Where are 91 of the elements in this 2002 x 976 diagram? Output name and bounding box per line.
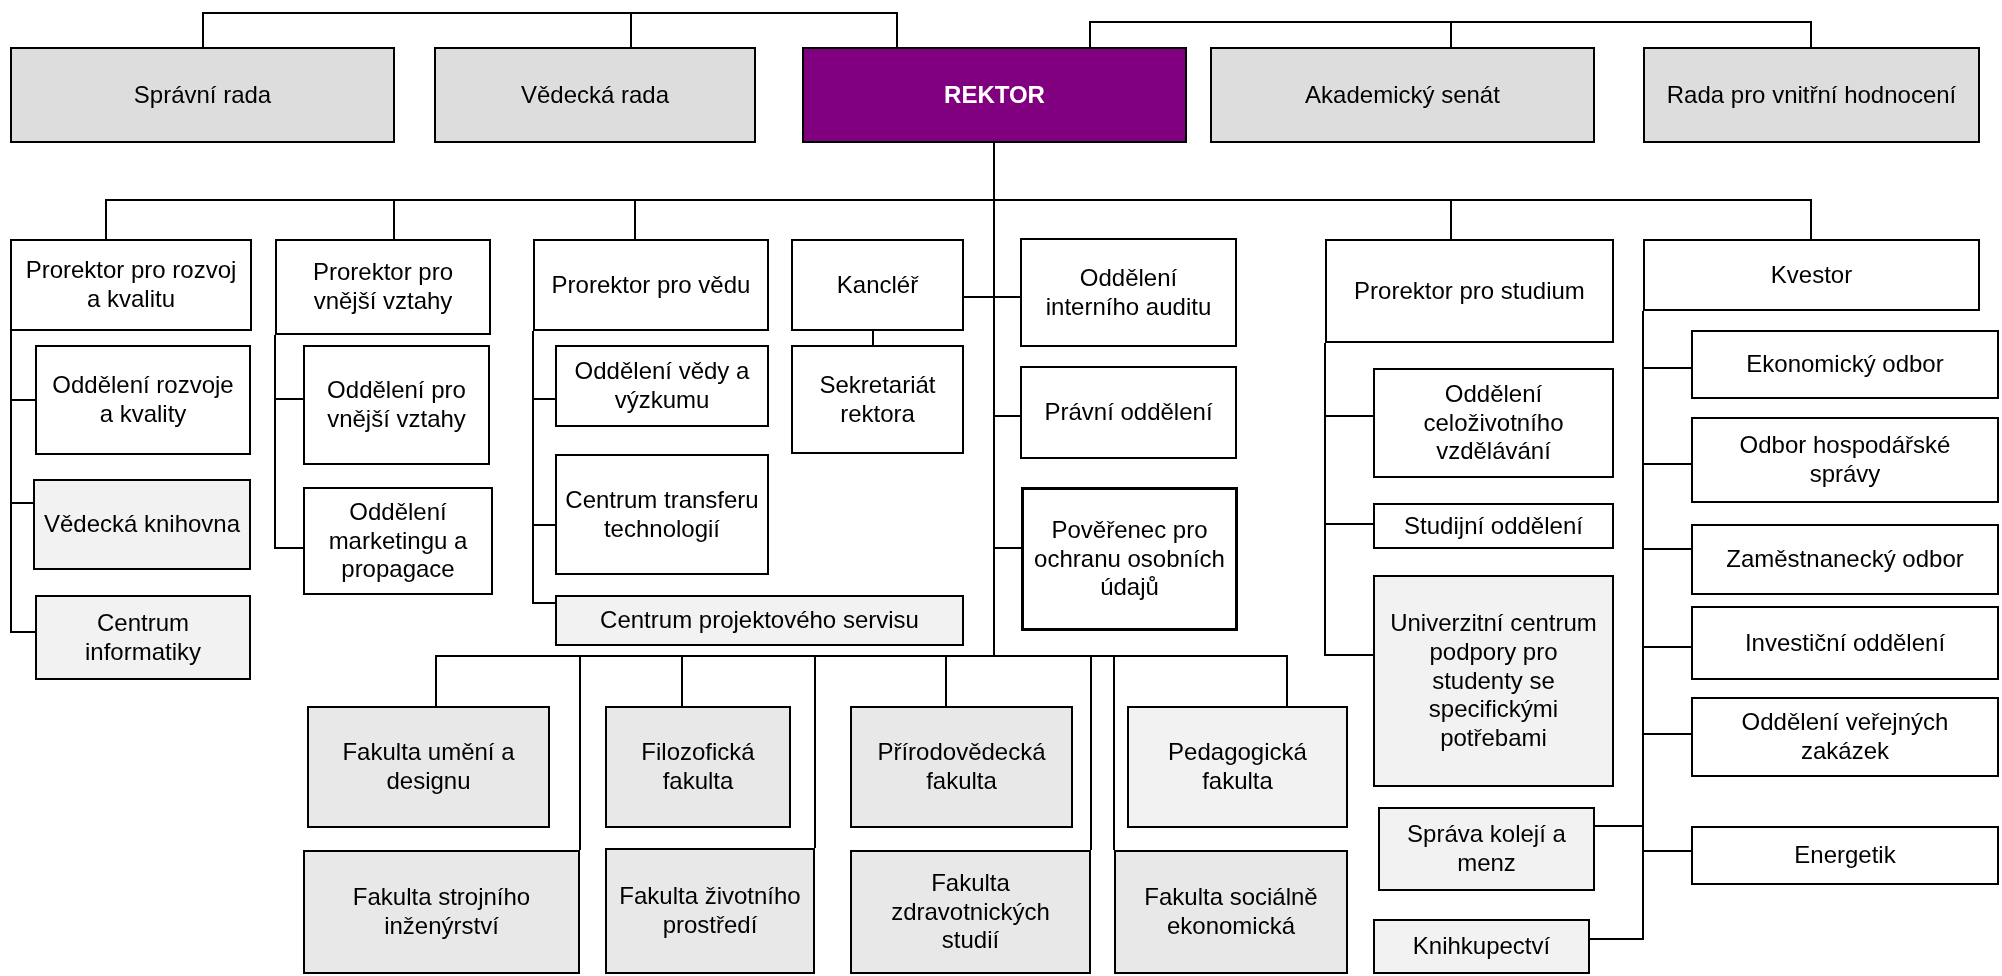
org-box	[35, 595, 251, 680]
connector-line	[630, 12, 898, 48]
org-box	[33, 479, 251, 570]
box-label: Fakulta zdravotnických studií	[890, 868, 1051, 956]
box-label: Prorektor pro vědu	[551, 270, 751, 300]
box-label: Pověřenec pro ochranu osobních údajů	[1033, 515, 1226, 603]
org-box	[1691, 524, 1999, 595]
org-box	[1114, 850, 1348, 974]
box-label: Odbor hospodářské správy	[1738, 431, 1952, 489]
connector-line	[10, 330, 36, 633]
box-label: Přírodovědecká fakulta	[876, 738, 1047, 796]
box-label: Oddělení vědy a výzkumu	[573, 357, 751, 415]
org-box	[605, 706, 791, 828]
box-label: Oddělení interního auditu	[1044, 263, 1213, 322]
box-label: Studijní oddělení	[1404, 511, 1583, 541]
box-label: Prorektor pro vnější vztahy	[311, 258, 455, 316]
box-label: Akademický senát	[1305, 80, 1500, 110]
connector-line	[872, 330, 874, 346]
org-box	[605, 848, 815, 974]
org-box	[1691, 606, 1999, 680]
box-label: Kvestor	[1770, 260, 1853, 290]
box-label: Ekonomický odbor	[1746, 350, 1944, 379]
box-label: Oddělení marketingu a propagace	[327, 497, 469, 585]
box-label: Pedagogická fakulta	[1167, 738, 1308, 796]
connector-line	[532, 330, 556, 604]
org-box	[1643, 47, 1980, 143]
connector-line	[1089, 21, 1812, 48]
org-box	[10, 239, 252, 331]
box-label: Fakulta sociálně ekonomická	[1143, 883, 1319, 941]
box-label: Vědecká rada	[520, 80, 670, 110]
org-box	[1210, 47, 1595, 143]
box-label: Investiční oddělení	[1744, 628, 1946, 658]
org-box	[1325, 239, 1614, 343]
connector-line	[1324, 342, 1374, 656]
box-label: Fakulta strojního inženýrství	[351, 883, 532, 941]
org-box	[1127, 706, 1348, 828]
org-box	[35, 345, 251, 455]
org-box	[1021, 487, 1238, 631]
org-box	[1373, 368, 1614, 478]
box-label: Fakulta umění a designu	[341, 738, 516, 796]
org-box	[802, 47, 1187, 143]
box-label: Zaměstnanecký odbor	[1726, 545, 1964, 574]
org-box	[303, 487, 493, 595]
org-box	[1691, 330, 1999, 399]
box-label: Centrum projektového servisu	[600, 606, 919, 635]
org-box	[307, 706, 550, 828]
box-label: Sekretariát rektora	[818, 370, 937, 429]
org-box	[850, 850, 1091, 974]
box-label: Vědecká knihovna	[43, 510, 241, 539]
org-box	[533, 239, 769, 331]
box-label: REKTOR	[944, 80, 1045, 110]
box-label: Univerzitní centrum podpory pro studenty se specifickými potřebami	[1389, 609, 1598, 753]
box-label: Správa kolejí a menz	[1406, 820, 1567, 878]
box-label: Kancléř	[836, 270, 919, 300]
org-box	[10, 47, 395, 143]
org-box	[1373, 919, 1590, 974]
box-label: Oddělení rozvoje a kvality	[51, 371, 235, 429]
connector-line	[274, 334, 304, 549]
org-box	[1020, 366, 1237, 459]
org-box	[555, 595, 964, 646]
box-label: Knihkupectví	[1412, 932, 1551, 961]
box-label: Filozofická fakulta	[640, 738, 756, 796]
box-label: Prorektor pro studium	[1354, 276, 1585, 306]
org-box	[555, 345, 769, 427]
box-label: Rada pro vnitřní hodnocení	[1666, 80, 1957, 110]
org-box	[1373, 503, 1614, 549]
box-label: Oddělení pro vnější vztahy	[326, 376, 467, 434]
org-box	[791, 239, 964, 331]
box-label: Oddělení celoživotního vzdělávání	[1422, 379, 1565, 467]
box-label: Fakulta životního prostředí	[618, 882, 802, 940]
org-box	[1378, 807, 1595, 891]
box-label: Energetik	[1794, 841, 1896, 870]
box-label: Oddělení veřejných zakázek	[1740, 708, 1950, 766]
org-box	[555, 454, 769, 575]
box-label: Centrum transferu technologií	[565, 485, 759, 544]
org-box	[303, 345, 490, 465]
org-box	[850, 706, 1073, 828]
org-box	[1691, 417, 1999, 503]
org-box	[1691, 697, 1999, 777]
org-box	[1020, 238, 1237, 347]
box-label: Správní rada	[133, 80, 272, 110]
org-box	[434, 47, 756, 143]
box-label: Prorektor pro rozvoj a kvalitu	[24, 256, 238, 314]
org-box	[303, 850, 580, 974]
org-box	[791, 345, 964, 454]
org-box	[1373, 575, 1614, 787]
box-label: Centrum informatiky	[84, 608, 202, 667]
org-box	[1691, 826, 1999, 885]
box-label: Právní oddělení	[1044, 398, 1213, 427]
org-box	[1643, 239, 1980, 311]
org-box	[275, 239, 491, 335]
